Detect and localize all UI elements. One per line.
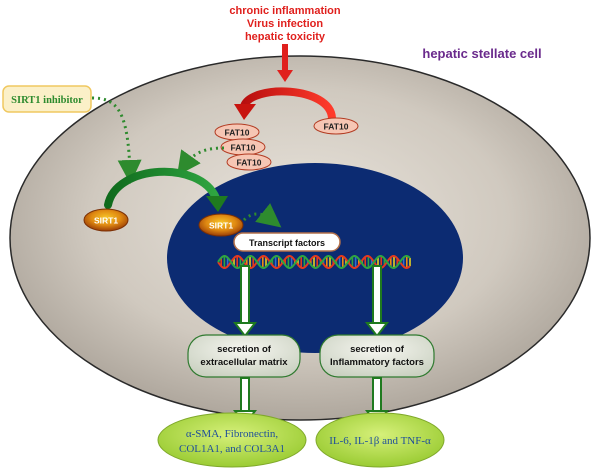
secretion-ecm-pill: secretion of extracellular matrix xyxy=(187,334,301,378)
secretion-ecm-line-2: extracellular matrix xyxy=(200,357,288,368)
transcript-factors-label: Transcript factors xyxy=(249,238,325,248)
sirt1-nucleus: SIRT1 xyxy=(198,213,244,237)
cell-title: hepatic stellate cell xyxy=(422,46,541,61)
inhibitor-dotted-arrow xyxy=(91,96,142,184)
secretion-inflammatory-pill: secretion of Inflammatory factors xyxy=(319,334,435,378)
fat10-label: FAT10 xyxy=(231,143,256,153)
ecm-output-line-2: COL1A1, and COL3A1 xyxy=(179,443,285,455)
sirt1-label: SIRT1 xyxy=(94,216,118,226)
stimulus-arrow xyxy=(277,44,293,82)
sirt1-inhibitor-box: SIRT1 inhibitor xyxy=(2,85,92,113)
dna-strand xyxy=(217,255,411,269)
fat10-conversion-arrow xyxy=(234,87,336,122)
fat10-label: FAT10 xyxy=(324,122,349,132)
stimulus-line-2: Virus infection xyxy=(247,18,323,30)
fat10-single: FAT10 xyxy=(313,117,359,135)
arrow-to-inflammatory-secretion xyxy=(364,265,390,338)
ecm-output: α-SMA, Fibronectin, COL1A1, and COL3A1 xyxy=(157,412,307,468)
secretion-ecm-line-1: secretion of xyxy=(217,344,272,355)
fat10-label: FAT10 xyxy=(237,158,262,168)
arrow-to-ecm-secretion xyxy=(232,265,258,338)
secretion-inflammatory-line-1: secretion of xyxy=(350,344,405,355)
sirt1-translocation-arrow xyxy=(104,167,228,212)
stimulus-line-3: hepatic toxicity xyxy=(245,31,326,43)
sirt1-cytoplasm: SIRT1 xyxy=(83,208,129,232)
inflammatory-output: IL-6, IL-1β and TNF-α xyxy=(315,412,445,468)
fat10-stack: FAT10 FAT10 FAT10 xyxy=(214,123,272,171)
fat10-label: FAT10 xyxy=(225,128,250,138)
inflammatory-output-line-1: IL-6, IL-1β and TNF-α xyxy=(329,435,431,447)
transcript-factors: Transcript factors xyxy=(233,232,341,252)
stimulus-line-1: chronic inflammation xyxy=(229,5,341,17)
ecm-output-line-1: α-SMA, Fibronectin, xyxy=(186,428,278,440)
sirt1-inhibitor-label: SIRT1 inhibitor xyxy=(11,95,83,106)
sirt1-label: SIRT1 xyxy=(209,221,233,231)
secretion-inflammatory-line-2: Inflammatory factors xyxy=(330,357,424,368)
